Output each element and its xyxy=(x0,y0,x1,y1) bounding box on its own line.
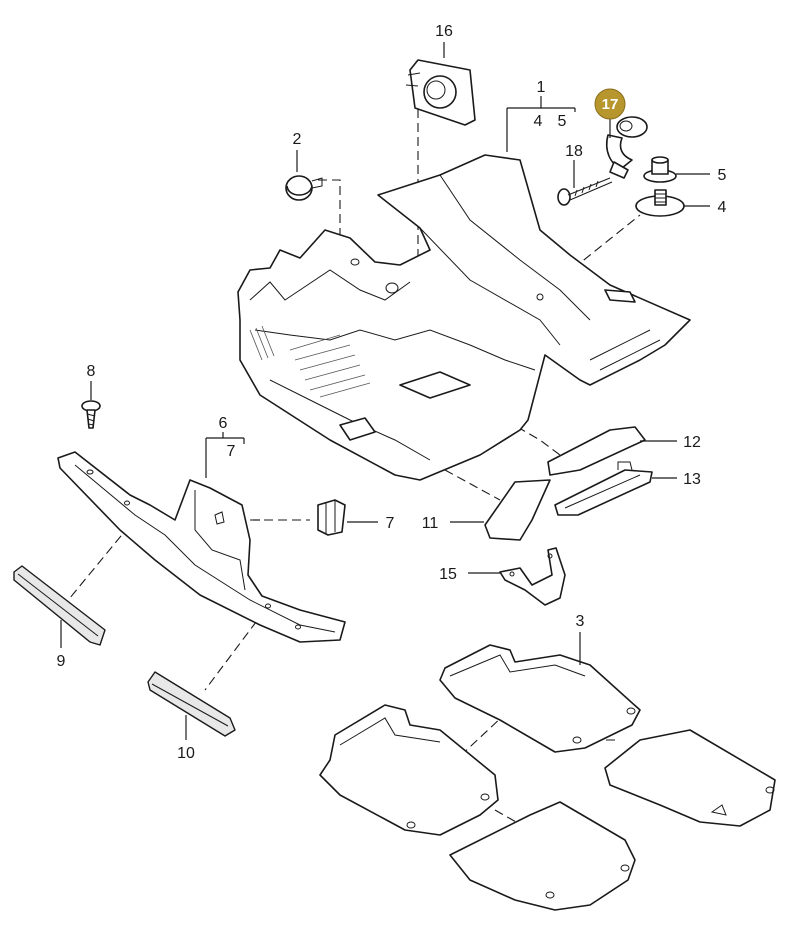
part-17-hook xyxy=(606,116,648,179)
callout-15: 15 xyxy=(439,566,457,583)
callout-13: 13 xyxy=(683,471,701,488)
part-12-pad xyxy=(547,426,646,476)
callout-16: 16 xyxy=(435,23,453,40)
part-3-floor-mats xyxy=(319,644,776,911)
part-5-nut xyxy=(643,156,677,183)
highlight-badge-17[interactable]: 17 xyxy=(594,88,626,120)
part-9-sill-strip xyxy=(13,565,106,646)
callout-10: 10 xyxy=(177,745,195,762)
leader-lines xyxy=(60,42,710,740)
callout-12: 12 xyxy=(683,434,701,451)
part-8-screw xyxy=(81,400,101,429)
callout-6: 6 xyxy=(219,415,228,432)
part-1-floor-carpet xyxy=(237,154,691,481)
part-10-sill-strip xyxy=(147,671,236,737)
part-11-insulation xyxy=(484,479,551,541)
callout-5: 5 xyxy=(718,167,727,184)
callout-17: 17 xyxy=(602,96,619,113)
callout-3: 3 xyxy=(576,613,585,630)
callout-11: 11 xyxy=(422,515,439,532)
callout-1-sub-4: 4 xyxy=(534,113,543,130)
part-13-rail xyxy=(554,461,653,516)
callout-7: 7 xyxy=(386,515,395,532)
callout-9: 9 xyxy=(57,653,66,670)
part-16-clip-plate xyxy=(405,59,476,126)
callout-18: 18 xyxy=(565,143,583,160)
callout-1-sub-5: 5 xyxy=(558,113,567,130)
callout-4: 4 xyxy=(718,199,727,216)
callout-1: 1 xyxy=(537,79,546,96)
callout-labels: 16 1 4 5 2 18 5 4 12 13 11 15 7 8 6 7 9 … xyxy=(57,23,727,762)
callout-2: 2 xyxy=(293,131,302,148)
part-2-push-clip xyxy=(285,175,323,201)
part-7-clip xyxy=(317,499,346,536)
part-4-stud xyxy=(635,189,685,217)
callout-8: 8 xyxy=(87,363,96,380)
part-18-screw xyxy=(557,177,613,206)
part-6-side-trim xyxy=(57,451,346,643)
callout-6-sub-7: 7 xyxy=(227,443,236,460)
part-15-bracket xyxy=(499,547,566,606)
